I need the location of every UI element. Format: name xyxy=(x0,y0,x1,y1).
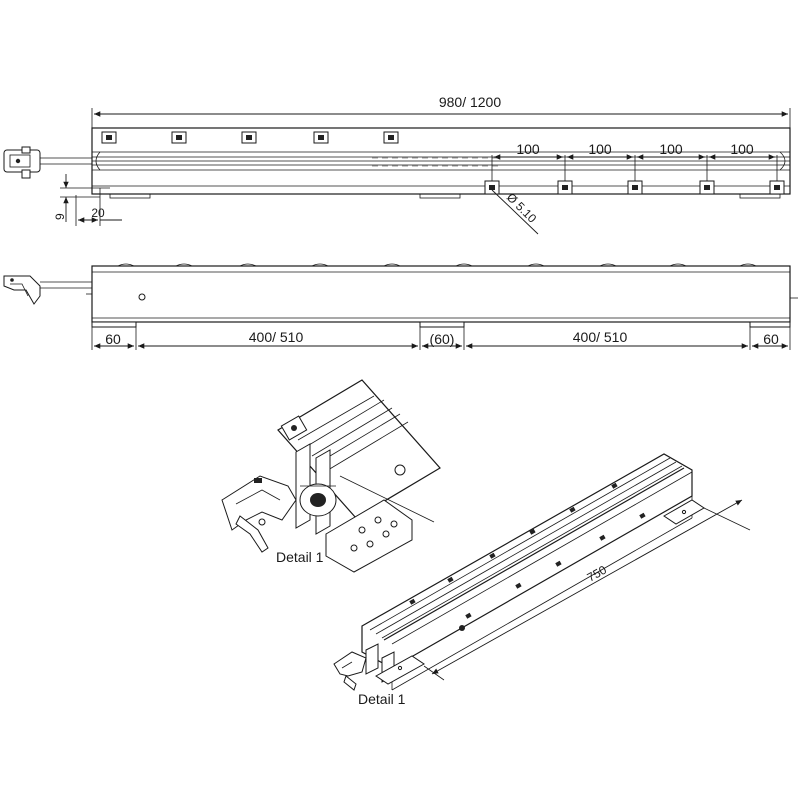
left-latch-side xyxy=(3,275,92,305)
spacing-dimensions: 100 100 100 100 xyxy=(494,141,775,160)
clip-4 xyxy=(313,131,329,144)
spacing-4-label: 100 xyxy=(730,141,754,157)
top-view: 980/ 1200 xyxy=(3,94,791,235)
hole-diameter-label: Ø 5.10 xyxy=(504,190,540,226)
overall-length-label: 980/ 1200 xyxy=(439,94,501,110)
rail-isometric-body xyxy=(333,453,705,691)
center-gap-label: (60) xyxy=(430,331,455,347)
clip-b3 xyxy=(627,155,643,195)
hole-diameter-callout: Ø 5.10 xyxy=(491,189,540,235)
side-dimensions: 60 400/ 510 (60) 400/ 510 60 xyxy=(91,322,791,350)
length-dim-label: 750 xyxy=(585,563,610,585)
rail-top-body xyxy=(91,127,791,199)
spacing-2-label: 100 xyxy=(588,141,612,157)
clip-b2 xyxy=(557,155,573,195)
clip-3 xyxy=(241,131,257,144)
detail-label-upper: Detail 1 xyxy=(276,549,324,565)
rail-side-body xyxy=(86,263,798,328)
left-latch-top xyxy=(3,146,92,179)
left-small-dimensions: 9 20 xyxy=(53,174,122,226)
bottom-mounting-clips xyxy=(484,155,785,195)
height-dim-label: 9 xyxy=(53,213,67,220)
span-right-label: 400/ 510 xyxy=(573,329,628,345)
overall-length-dimension: 980/ 1200 xyxy=(91,94,791,132)
clip-b5 xyxy=(769,155,785,195)
detail-label-lower: Detail 1 xyxy=(358,691,406,707)
span-left-label: 400/ 510 xyxy=(249,329,304,345)
detail-closeup: Detail 1 xyxy=(221,379,441,573)
clip-5 xyxy=(383,131,399,144)
side-view: 60 400/ 510 (60) 400/ 510 60 xyxy=(3,263,798,350)
end-left-label: 60 xyxy=(105,331,121,347)
top-mounting-clips xyxy=(101,131,399,144)
length-dimension-750: 750 xyxy=(423,499,751,681)
clip-b4 xyxy=(699,155,715,195)
isometric-view: 750 Detail 1 xyxy=(333,453,751,707)
clip-b1 xyxy=(484,155,500,195)
spacing-3-label: 100 xyxy=(659,141,683,157)
clip-1 xyxy=(101,131,117,144)
offset-dim-label: 20 xyxy=(91,206,105,220)
clip-2 xyxy=(171,131,187,144)
end-right-label: 60 xyxy=(763,331,779,347)
spacing-1-label: 100 xyxy=(516,141,540,157)
